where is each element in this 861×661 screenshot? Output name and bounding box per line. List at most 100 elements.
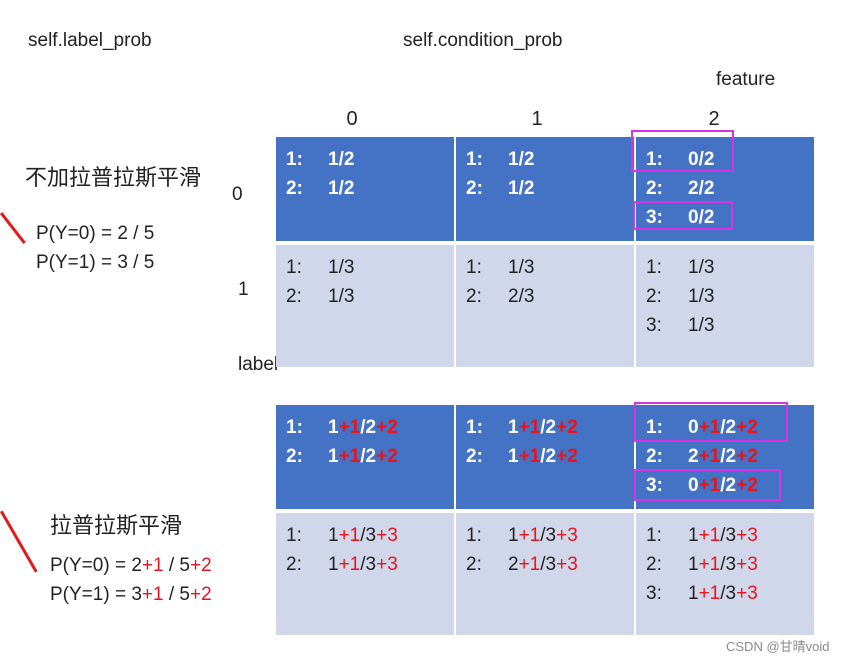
count-denominator: /2 xyxy=(360,417,377,438)
watermark: CSDN @甘晴void xyxy=(726,639,830,654)
cell-line: 1:0/2 xyxy=(646,145,814,174)
feature-value-key: 1: xyxy=(466,525,482,546)
condition-prob-title: self.condition_prob xyxy=(403,30,563,51)
feature-value-key: 3: xyxy=(646,475,663,496)
probability-value: 1/3 xyxy=(508,257,535,278)
laplace-add-numerator: +1 xyxy=(698,417,721,438)
prior-y1-raw: P(Y=1) = 3 / 5 xyxy=(36,252,155,273)
cell-line: 2:2+1/3+3 xyxy=(466,550,634,579)
count-numerator: 1 xyxy=(688,583,699,604)
cell-line: 1:1/3 xyxy=(466,253,634,282)
laplace-add-numerator: +1 xyxy=(698,446,721,467)
feature-value-key: 1: xyxy=(646,525,662,546)
laplace-add-numerator: +1 xyxy=(698,475,721,496)
label-row-0: 0 xyxy=(232,184,243,205)
red-pointer-line-1 xyxy=(0,212,26,244)
feature-value-key: 1: xyxy=(466,417,483,438)
probability-value: 2/3 xyxy=(508,286,535,307)
probability-value: 0/2 xyxy=(688,149,715,170)
count-numerator: 1 xyxy=(688,525,699,546)
probability-value: 1/2 xyxy=(508,149,535,170)
laplace-add-numerator: +1 xyxy=(518,417,541,438)
probability-value: 1/2 xyxy=(508,178,535,199)
count-denominator: /3 xyxy=(720,525,737,546)
laplace-add-denominator: +2 xyxy=(376,417,398,438)
feature-value-key: 3: xyxy=(646,583,662,604)
label-row-1: 1 xyxy=(238,279,249,300)
feature-value-key: 2: xyxy=(646,286,662,307)
cell-line: 3:0+1/2+2 xyxy=(646,471,814,500)
feature-value-key: 2: xyxy=(466,554,482,575)
cell-line: 1: 1/2 xyxy=(466,145,634,174)
laplace-add-numerator: +1 xyxy=(338,446,361,467)
highlight-box-zero-3 xyxy=(633,201,733,230)
cell-line: 1:1/3 xyxy=(286,253,454,282)
feature-value-key: 2: xyxy=(286,286,302,307)
cell-line: 2:1+1/2+2 xyxy=(286,442,454,471)
feature-value-key: 1: xyxy=(646,257,662,278)
feature-value-key: 1: xyxy=(286,525,302,546)
laplace-add-denominator: +3 xyxy=(376,525,398,546)
cell-line: 2:1/2 xyxy=(466,174,634,203)
laplace-add-denominator: +3 xyxy=(736,554,758,575)
cell-line: 1:1+1/2+2 xyxy=(466,413,634,442)
cell-line: 1: 1/3 xyxy=(646,253,814,282)
feature-axis-label: feature xyxy=(716,69,776,90)
cell-line: 3:0/2 xyxy=(646,203,814,232)
cell-line: 2:2+1/2+2 xyxy=(646,442,814,471)
laplace-add-numerator: +1 xyxy=(698,554,721,575)
feature-value-key: 2: xyxy=(286,446,303,467)
cell-line: 2:1+1/2+2 xyxy=(466,442,634,471)
cell-line: 2:2/3 xyxy=(466,282,634,311)
prior-y0-smoothed: P(Y=0) = 2+1 / 5+2 xyxy=(50,555,212,576)
count-denominator: /2 xyxy=(540,417,557,438)
feature-value-key: 1: xyxy=(466,149,483,170)
feature-value-key: 1: xyxy=(286,149,303,170)
cell-line: 2: 1/3 xyxy=(646,282,814,311)
probability-value: 1/3 xyxy=(688,315,715,336)
highlight-box-zero-1 xyxy=(631,130,734,172)
feature-col-2: 2 xyxy=(708,108,720,130)
probability-value: 1/3 xyxy=(688,286,715,307)
count-numerator: 1 xyxy=(508,417,519,438)
count-numerator: 0 xyxy=(688,417,699,438)
laplace-add-numerator: +1 xyxy=(518,446,541,467)
laplace-add-numerator: +1 xyxy=(338,417,361,438)
prior-y1-smoothed: P(Y=1) = 3+1 / 5+2 xyxy=(50,584,212,605)
laplace-add-numerator: +1 xyxy=(338,554,361,575)
probability-value: 1/3 xyxy=(688,257,715,278)
probability-value: 2/2 xyxy=(688,178,715,199)
laplace-add-denominator: +2 xyxy=(736,446,758,467)
feature-value-key: 2: xyxy=(646,178,663,199)
feature-value-key: 2: xyxy=(286,178,303,199)
red-pointer-line-2 xyxy=(0,510,38,573)
count-denominator: /2 xyxy=(540,446,557,467)
feature-col-0: 0 xyxy=(346,108,358,130)
count-denominator: /2 xyxy=(720,446,737,467)
laplace-add-denominator: +3 xyxy=(736,525,758,546)
probability-value: 1/3 xyxy=(328,286,355,307)
count-denominator: /3 xyxy=(720,583,737,604)
count-numerator: 1 xyxy=(688,554,699,575)
cell-line: 1:1+1/3+3 xyxy=(286,521,454,550)
count-denominator: /3 xyxy=(540,554,557,575)
laplace-add-numerator: +1 xyxy=(518,525,541,546)
laplace-add-denominator: +2 xyxy=(736,475,758,496)
count-denominator: /3 xyxy=(360,525,377,546)
cell-line: 2: 1/2 xyxy=(286,174,454,203)
count-numerator: 1 xyxy=(328,554,339,575)
feature-value-key: 3: xyxy=(646,207,663,228)
probability-value: 1/3 xyxy=(328,257,355,278)
laplace-add-numerator: +1 xyxy=(698,525,721,546)
count-denominator: /2 xyxy=(720,417,737,438)
count-numerator: 1 xyxy=(328,446,339,467)
count-numerator: 2 xyxy=(508,554,519,575)
probability-value: 1/2 xyxy=(328,178,355,199)
